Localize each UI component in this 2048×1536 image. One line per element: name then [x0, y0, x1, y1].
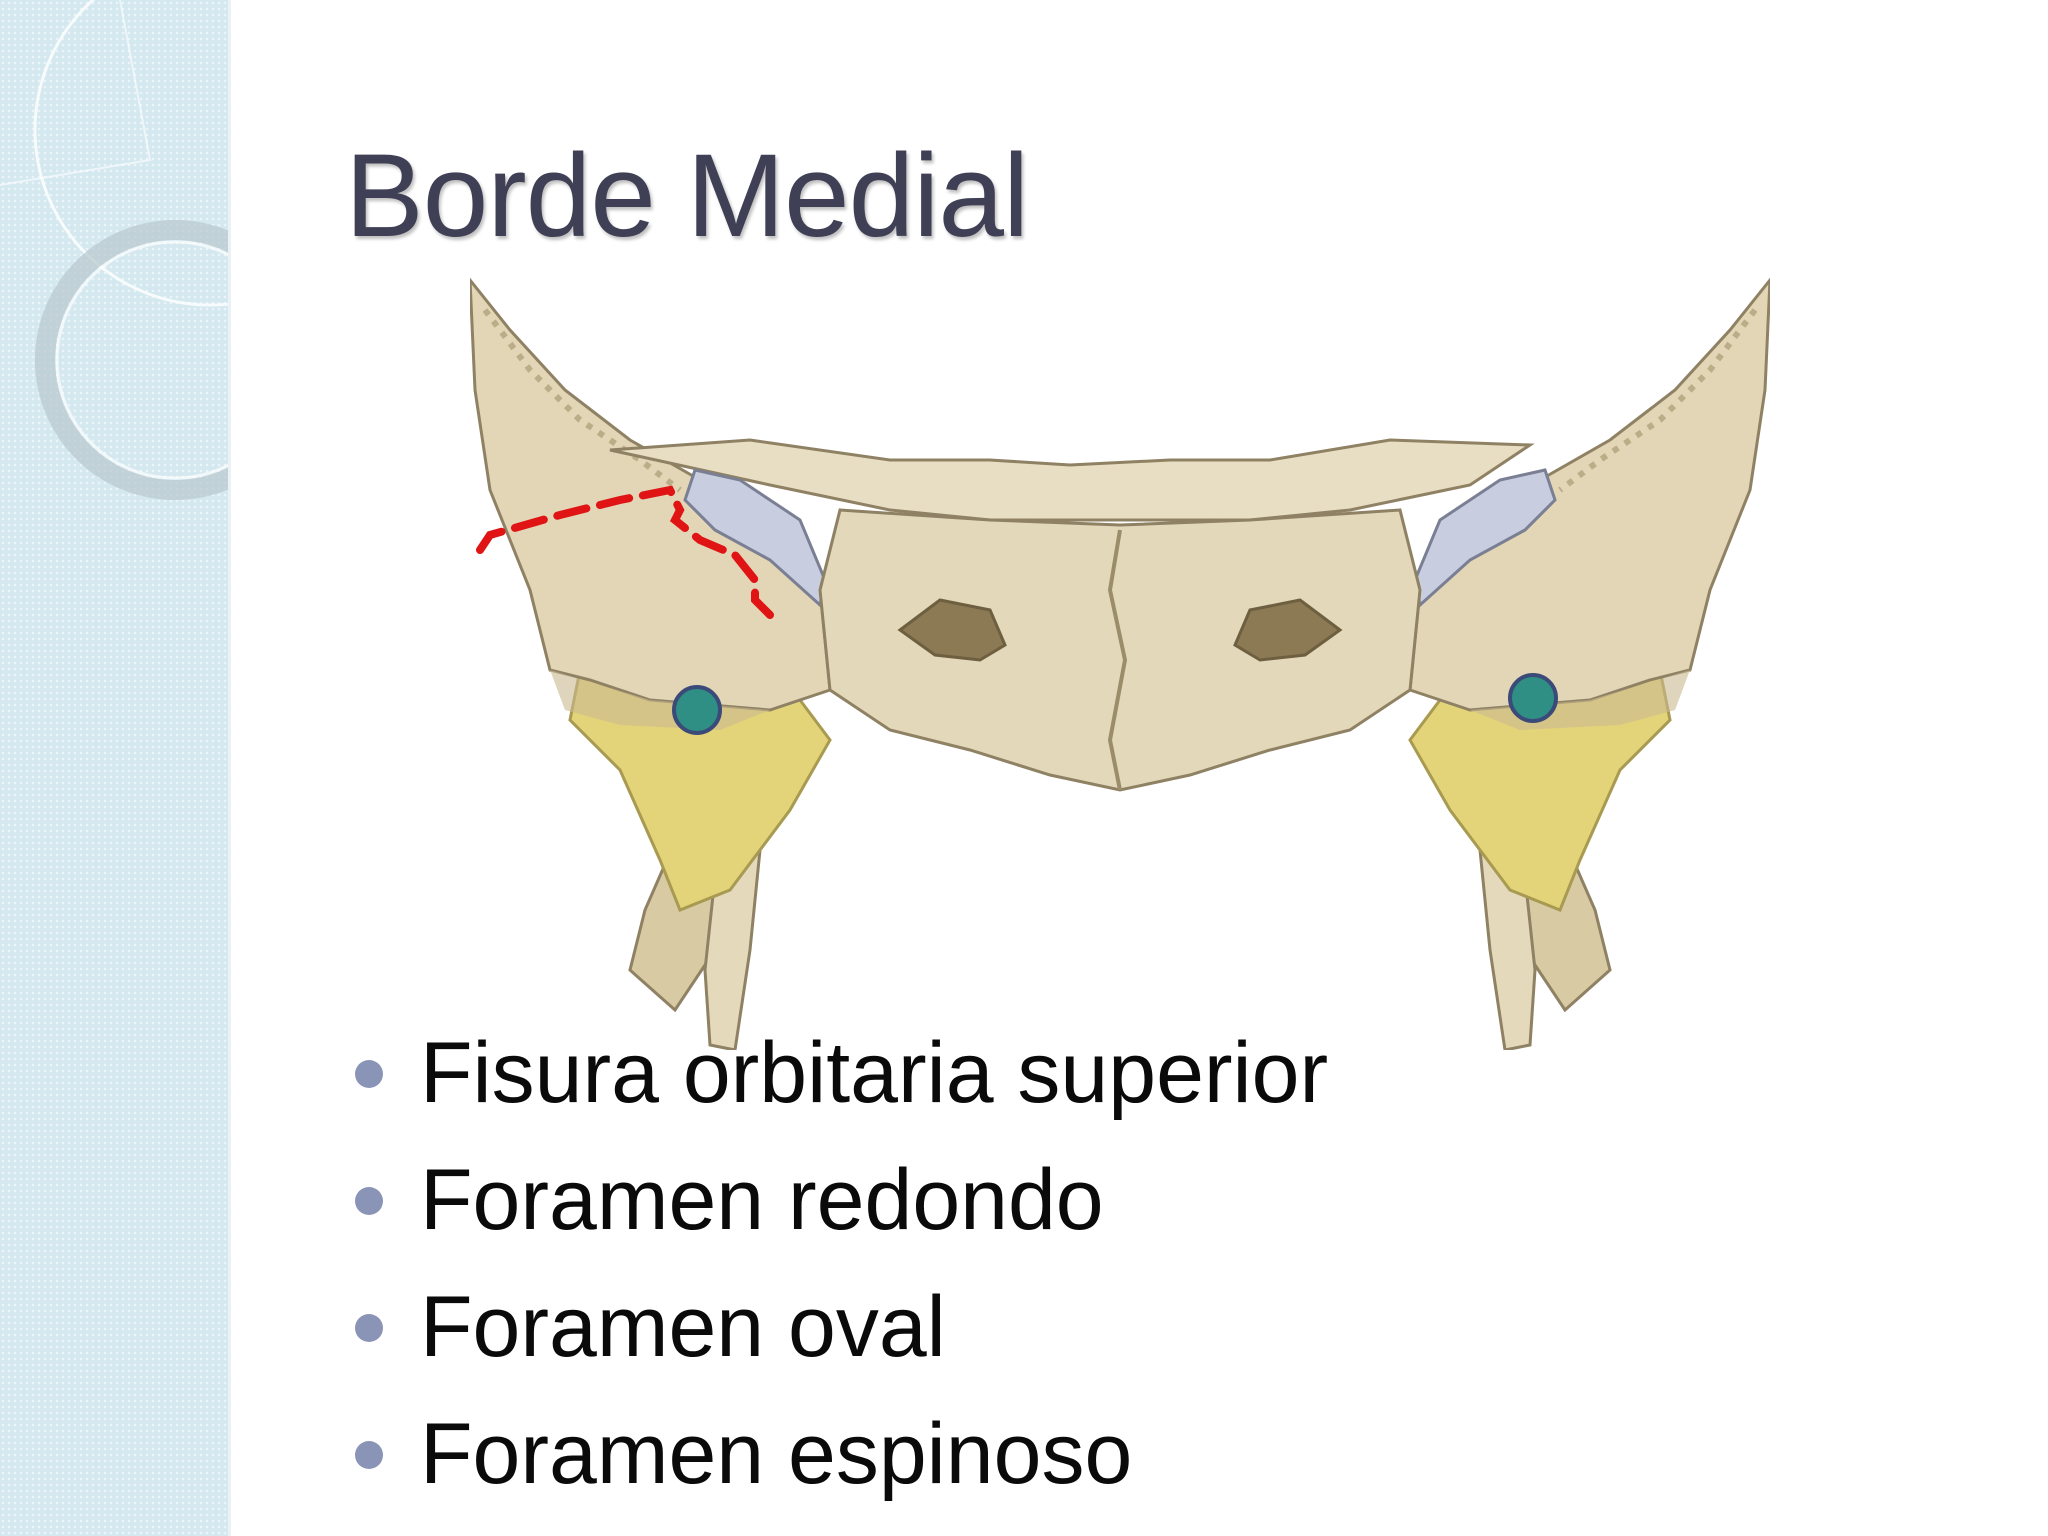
disc-bullet-icon [355, 1186, 383, 1215]
bullet-text: Foramen oval [420, 1279, 946, 1375]
bullet-text: Foramen espinoso [420, 1406, 1133, 1502]
lesser-wings-ridge [609, 438, 1535, 522]
sidebar-divider [228, 0, 231, 1536]
red-dashed-outline [476, 485, 774, 619]
disc-bullet-icon [355, 1313, 383, 1342]
disc-bullet-icon [355, 1440, 383, 1469]
decorative-sidebar [0, 0, 228, 1536]
bullet-item: Foramen oval [355, 1264, 1328, 1391]
bullet-item: Foramen espinoso [355, 1391, 1328, 1518]
left-yellow-surface [568, 668, 832, 912]
left-foramen-marker-icon [672, 685, 722, 735]
right-foramen-marker-icon [1508, 673, 1558, 723]
right-greater-wing [1408, 277, 1770, 712]
left-sinus-opening [897, 598, 1007, 662]
bullet-item: Fisura orbitaria superior [355, 1010, 1328, 1137]
disc-bullet-icon [355, 1059, 383, 1088]
sphenoid-body [818, 508, 1422, 792]
bullet-list: Fisura orbitaria superior Foramen redond… [355, 1010, 1328, 1518]
bullet-text: Fisura orbitaria superior [420, 1025, 1329, 1121]
right-yellow-surface [1408, 668, 1672, 912]
sidebar-rings-decoration [0, 0, 228, 500]
slide-title: Borde Medial [345, 130, 1029, 262]
right-sinus-opening [1233, 598, 1343, 662]
sphenoid-bone-illustration [470, 277, 1770, 1050]
body-center-crest [1107, 529, 1128, 791]
right-wing-texture [1558, 308, 1758, 493]
left-wing-texture [482, 308, 682, 493]
bullet-text: Foramen redondo [420, 1152, 1104, 1248]
bullet-item: Foramen redondo [355, 1137, 1328, 1264]
